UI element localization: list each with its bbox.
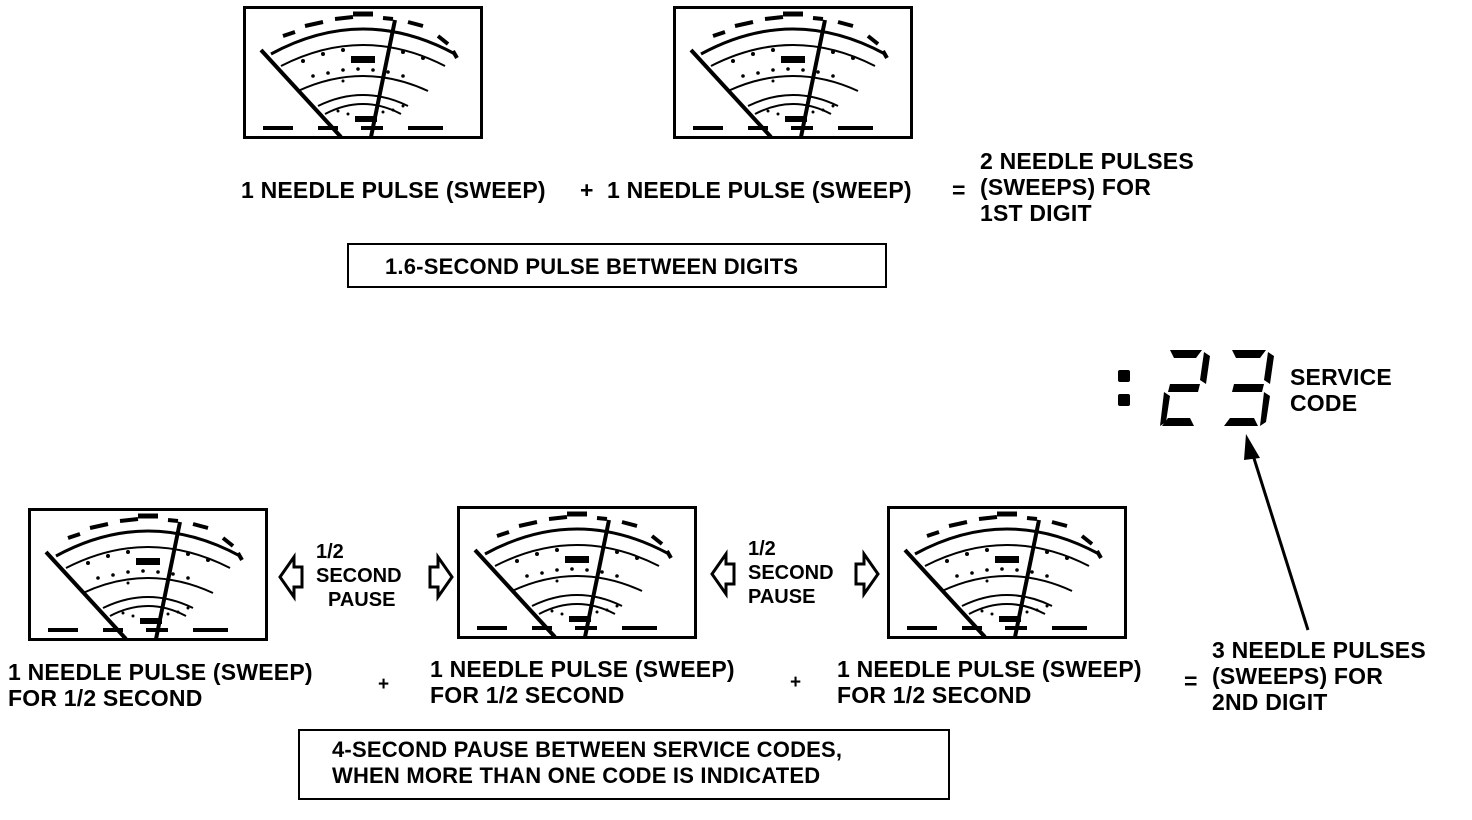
arrow-pointer-icon bbox=[1244, 434, 1310, 631]
label-line: 1/2 bbox=[748, 538, 776, 560]
pause-label: 1/2 SECOND PAUSE bbox=[316, 540, 402, 612]
pulse-label: 1 NEEDLE PULSE (SWEEP) FOR 1/2 SECOND bbox=[8, 659, 313, 711]
second-digit-result: 3 NEEDLE PULSES (SWEEPS) FOR 2ND DIGIT bbox=[1212, 637, 1426, 715]
double-arrow-icon bbox=[278, 555, 304, 599]
label-line: 1 NEEDLE PULSE (SWEEP) bbox=[8, 659, 313, 685]
plus-sign: + bbox=[790, 672, 802, 693]
analog-meter-icon bbox=[457, 506, 697, 639]
result-line: (SWEEPS) FOR bbox=[1212, 663, 1384, 689]
pulse-label: 1 NEEDLE PULSE (SWEEP) bbox=[241, 177, 546, 203]
label-line: WHEN MORE THAN ONE CODE IS INDICATED bbox=[332, 763, 821, 788]
label-line: 4-SECOND PAUSE BETWEEN SERVICE CODES, bbox=[332, 737, 843, 762]
analog-meter-icon bbox=[887, 506, 1127, 639]
equals-sign: = bbox=[952, 177, 966, 203]
plus-sign: + bbox=[378, 674, 390, 695]
label-line: PAUSE bbox=[328, 589, 396, 611]
label-line: PAUSE bbox=[748, 586, 816, 608]
first-digit-result: 2 NEEDLE PULSES (SWEEPS) FOR 1ST DIGIT bbox=[980, 148, 1194, 226]
label-line: SECOND bbox=[316, 565, 402, 587]
pulse-label: 1 NEEDLE PULSE (SWEEP) FOR 1/2 SECOND bbox=[430, 656, 735, 708]
label-line: FOR 1/2 SECOND bbox=[837, 682, 1032, 708]
lcd-colon bbox=[1118, 370, 1132, 408]
result-line: 1ST DIGIT bbox=[980, 200, 1092, 226]
analog-meter-icon bbox=[28, 508, 268, 641]
result-line: (SWEEPS) FOR bbox=[980, 174, 1152, 200]
double-arrow-icon bbox=[710, 552, 736, 596]
equals-sign: = bbox=[1184, 668, 1198, 694]
label-line: SERVICE bbox=[1290, 364, 1392, 390]
digit-pause-box: 1.6-SECOND PULSE BETWEEN DIGITS bbox=[347, 243, 887, 288]
label-line: 1/2 bbox=[316, 541, 344, 563]
result-line: 2ND DIGIT bbox=[1212, 689, 1328, 715]
analog-meter-icon bbox=[243, 6, 483, 139]
service-code-pause-box: 4-SECOND PAUSE BETWEEN SERVICE CODES, WH… bbox=[298, 729, 950, 800]
label-line: 1 NEEDLE PULSE (SWEEP) bbox=[837, 656, 1142, 682]
pulse-label: 1 NEEDLE PULSE (SWEEP) bbox=[607, 177, 912, 203]
service-code-label: SERVICE CODE bbox=[1290, 364, 1392, 416]
pulse-label: 1 NEEDLE PULSE (SWEEP) FOR 1/2 SECOND bbox=[837, 656, 1142, 708]
pause-label: 1/2 SECOND PAUSE bbox=[748, 537, 834, 609]
double-arrow-icon bbox=[428, 555, 454, 599]
result-line: 2 NEEDLE PULSES bbox=[980, 148, 1194, 174]
analog-meter-icon bbox=[673, 6, 913, 139]
double-arrow-icon bbox=[854, 552, 880, 596]
label-line: FOR 1/2 SECOND bbox=[430, 682, 625, 708]
label-line: 1 NEEDLE PULSE (SWEEP) bbox=[430, 656, 735, 682]
label-line: SECOND bbox=[748, 562, 834, 584]
label-line: FOR 1/2 SECOND bbox=[8, 685, 203, 711]
plus-sign: + bbox=[580, 177, 594, 203]
lcd-digits-display bbox=[1160, 350, 1274, 426]
label-line: CODE bbox=[1290, 390, 1358, 416]
result-line: 3 NEEDLE PULSES bbox=[1212, 637, 1426, 663]
